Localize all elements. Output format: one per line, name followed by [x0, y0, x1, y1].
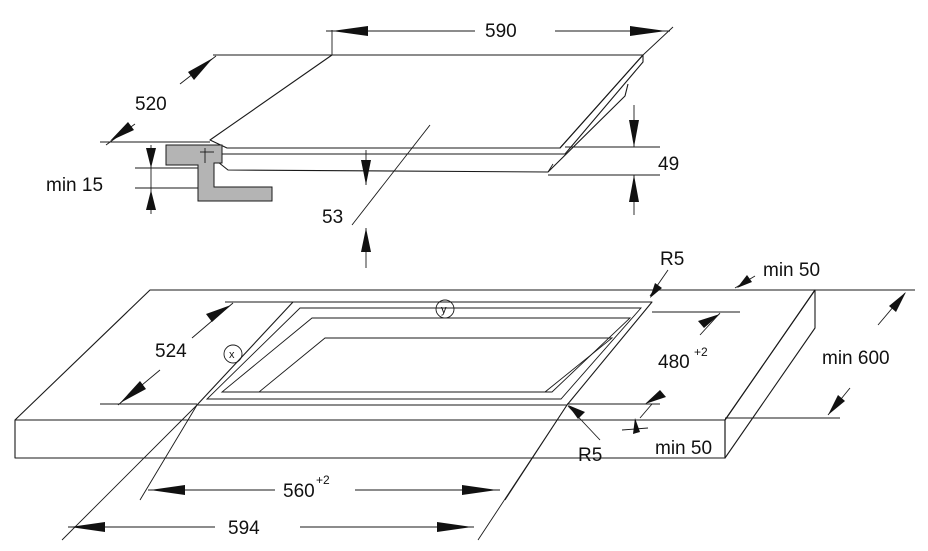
ext-line [61, 404, 198, 541]
ext-line [139, 404, 198, 501]
arrow-head [206, 305, 231, 322]
arrow-head [332, 26, 368, 36]
dim-min-50-front: min 50 [621, 418, 712, 459]
arrow-head [629, 175, 639, 202]
dim-min-600: min 600 [725, 289, 915, 419]
dim-label-524: 524 [155, 341, 187, 362]
arrow-head [437, 522, 472, 532]
arrow-head [188, 58, 213, 80]
ext-line [351, 124, 431, 226]
radius-top: R5 [649, 249, 684, 298]
worktop-drawing [14, 289, 816, 459]
dim-label-min-50-front: min 50 [655, 438, 712, 459]
marker-y: y [435, 299, 455, 319]
arrow-head [110, 122, 134, 141]
dim-49: 49 [548, 105, 679, 215]
dim-480: 480 +2 [567, 311, 740, 419]
dim-520: 520 [100, 54, 332, 146]
marker-y-label: y [441, 304, 447, 316]
arrow-head [361, 228, 371, 252]
dim-594: 594 [61, 404, 568, 541]
arrow-head [462, 485, 497, 495]
dim-53: 53 [322, 124, 431, 268]
ext-line [642, 26, 674, 56]
dim-label-560: 560 [283, 481, 315, 502]
dim-tolerance-480: +2 [694, 345, 708, 359]
arrow-head [737, 275, 752, 288]
arrow-head [361, 160, 371, 185]
hob-glass-top [209, 54, 644, 149]
cutout-rim [205, 307, 642, 400]
arrow-head [828, 395, 845, 415]
arrow-head [146, 148, 156, 168]
dim-label-min-50-back: min 50 [763, 260, 820, 281]
worktop-front-face [14, 419, 726, 459]
cutout-wall [220, 317, 632, 393]
arrow-head [889, 292, 906, 312]
cutout-bottom [257, 337, 614, 393]
arrow-head [650, 283, 662, 298]
marker-circle [223, 344, 243, 364]
dim-label-53: 53 [322, 207, 343, 228]
arrow-head [146, 190, 156, 210]
dim-min-15: min 15 [46, 145, 198, 214]
dim-label-min-600: min 600 [822, 348, 890, 369]
dim-label-480: 480 [658, 352, 690, 373]
radius-label-bottom: R5 [578, 445, 602, 466]
dim-label-594: 594 [228, 518, 260, 539]
hob-glass-edge [218, 54, 644, 155]
hob-drawing [165, 54, 644, 202]
arrow-head [698, 314, 720, 328]
arrow-head [568, 405, 585, 419]
dim-label-590: 590 [485, 21, 517, 42]
dim-590: 590 [326, 21, 674, 56]
ext-line [477, 404, 568, 541]
marker-x-label: x [229, 349, 235, 361]
dim-label-520: 520 [135, 94, 167, 115]
arrow-head [645, 390, 666, 404]
arrow-head [629, 120, 639, 147]
arrow-head [150, 485, 185, 495]
arrow-head [70, 522, 105, 532]
dim-line [639, 403, 653, 419]
marker-circle [435, 299, 455, 319]
arrow-head [120, 381, 146, 403]
mounting-bracket [165, 144, 273, 202]
marker-x: x [223, 344, 243, 364]
hob-body-corner [547, 163, 554, 173]
radius-bottom: R5 [567, 405, 602, 466]
dim-label-min-15: min 15 [46, 175, 103, 196]
hob-body [217, 83, 629, 173]
worktop-side-face [724, 289, 816, 459]
dim-min-50-back: min 50 [734, 260, 820, 289]
dim-524: 524 [100, 301, 293, 406]
cutout-outer [196, 301, 653, 406]
arrow-head [633, 418, 640, 434]
arrow-head [630, 26, 666, 36]
dim-tolerance-560: +2 [316, 473, 330, 487]
dim-label-49: 49 [658, 154, 679, 175]
radius-label-top: R5 [660, 249, 684, 270]
